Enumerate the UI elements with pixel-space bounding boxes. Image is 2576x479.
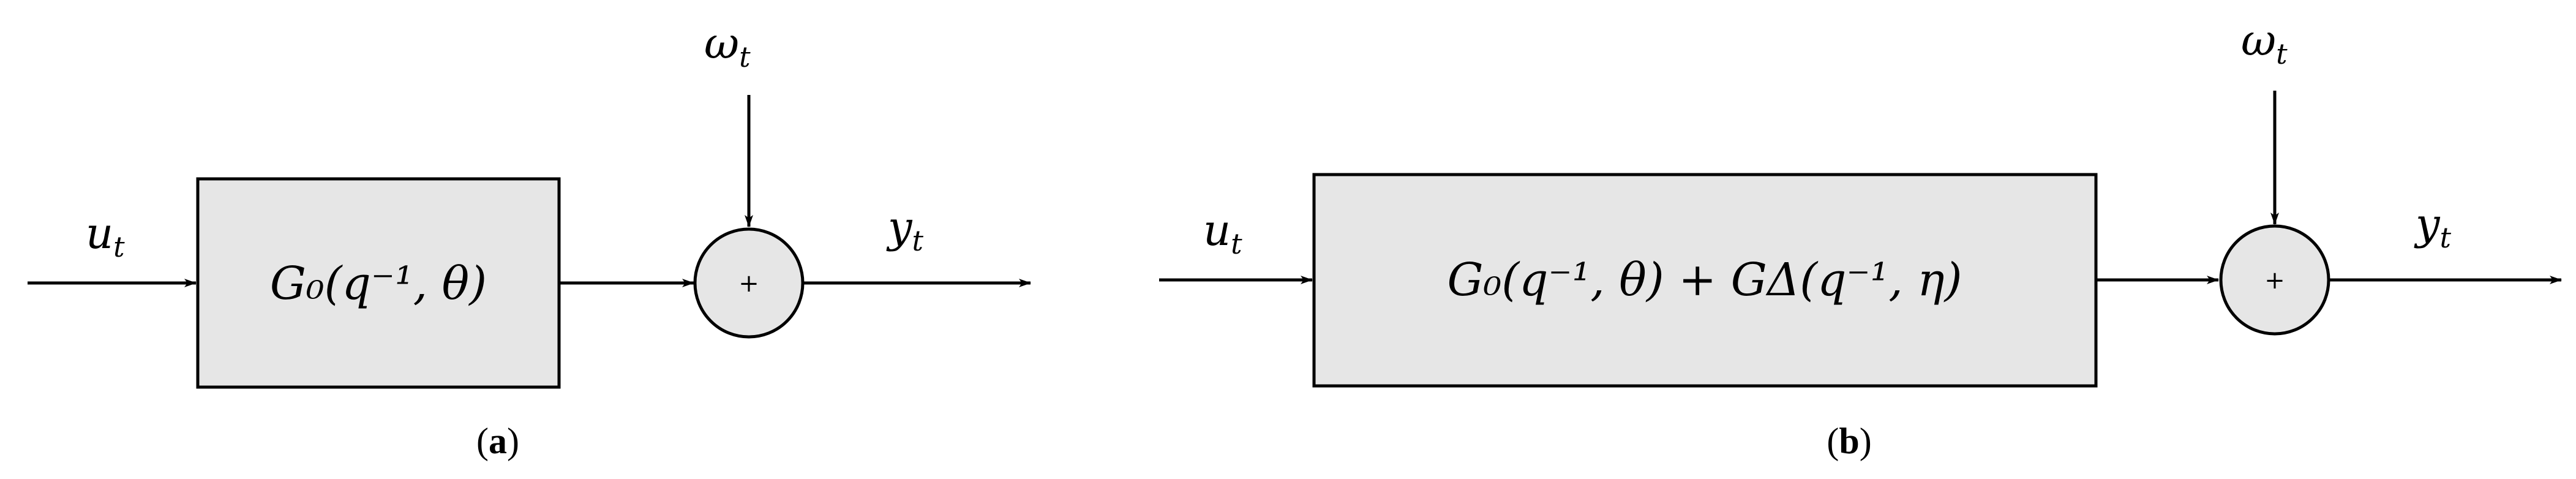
sum-symbol-a: + [738,270,759,298]
caption-a: (a) [476,421,519,461]
plant-block-b [1312,173,2098,388]
plant-block-label-b: G₀(q⁻¹, θ) + GΔ(q⁻¹, η) [1447,254,1962,306]
output-label-a: yt [886,202,924,257]
output-label-b: yt [2414,199,2452,254]
plant-block-a [196,177,561,389]
disturbance-label-b: ωt [2241,15,2288,70]
diagram-b: ut G₀(q⁻¹, θ) + GΔ(q⁻¹, η) ωt + yt (b) [1159,15,2562,461]
caption-b: (b) [1827,421,1871,461]
sum-symbol-b: + [2264,266,2285,295]
plant-block-label-a: G₀(q⁻¹, θ) [270,257,487,310]
diagram-a: ut G₀(q⁻¹, θ) ωt + yt (a) [28,18,1031,461]
input-label-a: ut [86,208,125,263]
input-label-b: ut [1203,205,1242,260]
disturbance-label-a: ωt [704,18,751,74]
